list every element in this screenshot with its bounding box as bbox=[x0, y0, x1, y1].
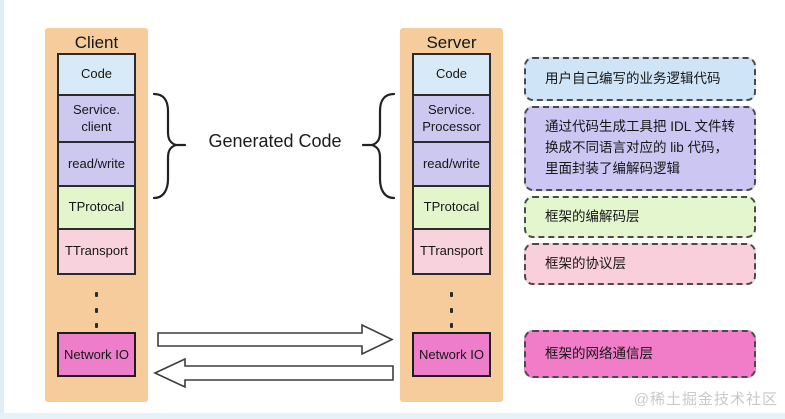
network-io-arrows bbox=[153, 323, 394, 388]
server-box-tprotocal: TProtocal bbox=[412, 185, 491, 230]
client-panel-title: Client bbox=[74, 33, 119, 52]
client-ellipsis-dots bbox=[94, 292, 99, 328]
client-box-code: Code bbox=[57, 53, 136, 96]
annotation-user-code: 用户自己编写的业务逻辑代码 bbox=[524, 57, 756, 101]
server-box-code: Code bbox=[412, 53, 491, 96]
request-arrow-right bbox=[157, 323, 394, 356]
client-box-read-write: read/write bbox=[57, 141, 136, 187]
server-box-ttransport: TTransport bbox=[412, 228, 491, 275]
client-box-ttransport: TTransport bbox=[57, 228, 136, 275]
server-box-service-processor: Service. Processor bbox=[412, 94, 491, 143]
server-ellipsis-dots bbox=[449, 292, 454, 328]
bottom-edge-strip bbox=[0, 413, 785, 419]
generated-code-label: Generated Code bbox=[208, 131, 342, 151]
client-layer-stack: Code Service. client read/write TProtoca… bbox=[57, 53, 136, 275]
annotation-generated-lib: 通过代码生成工具把 IDL 文件转换成不同语言对应的 lib 代码，里面封装了编… bbox=[524, 106, 756, 191]
client-box-network-io: Network IO bbox=[57, 332, 136, 377]
server-panel-title: Server bbox=[426, 33, 477, 52]
response-arrow-left bbox=[153, 357, 394, 388]
server-box-read-write: read/write bbox=[412, 141, 491, 187]
left-curly-brace-icon bbox=[152, 92, 187, 200]
left-edge-strip bbox=[0, 0, 4, 419]
right-curly-brace-icon bbox=[361, 92, 396, 200]
watermark: @稀土掘金技术社区 bbox=[633, 391, 778, 408]
server-panel: Server Code Service. Processor read/writ… bbox=[400, 28, 503, 402]
server-box-network-io: Network IO bbox=[412, 332, 491, 377]
client-panel: Client Code Service. client read/write T… bbox=[45, 28, 148, 402]
annotation-protocol-layer: 框架的协议层 bbox=[524, 243, 756, 285]
client-box-tprotocal: TProtocal bbox=[57, 185, 136, 230]
client-box-service-client: Service. client bbox=[57, 94, 136, 143]
server-layer-stack: Code Service. Processor read/write TProt… bbox=[412, 53, 491, 275]
annotation-codec-layer: 框架的编解码层 bbox=[524, 196, 756, 238]
annotation-network-layer: 框架的网络通信层 bbox=[524, 330, 756, 378]
